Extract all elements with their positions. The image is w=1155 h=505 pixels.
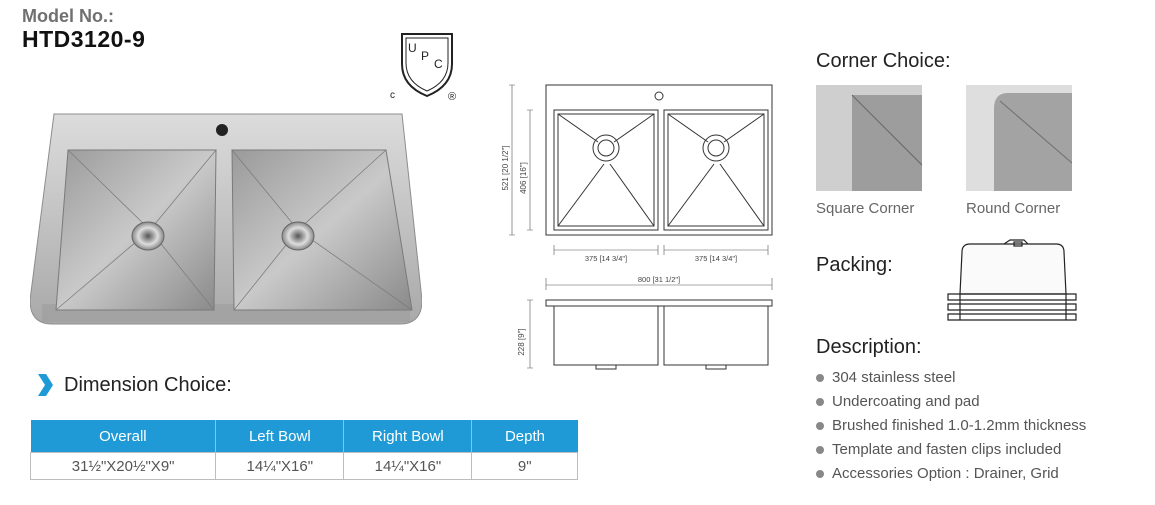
bullet-icon — [816, 470, 824, 478]
dim-overall-width: 800 [31 1/2"] — [638, 275, 680, 284]
dimension-table-header: Overall Left Bowl Right Bowl Depth — [30, 420, 578, 453]
column-header-overall: Overall — [30, 420, 217, 453]
dim-height-bowl: 406 [16"] — [519, 162, 528, 194]
bullet-icon — [816, 374, 824, 382]
packing-box-icon — [947, 239, 1077, 321]
upc-registered-mark: ® — [448, 91, 456, 102]
cell-depth: 9" — [471, 452, 578, 480]
square-corner-label: Square Corner — [816, 200, 915, 217]
bullet-icon — [816, 422, 824, 430]
upc-letter-u: U — [408, 41, 417, 55]
description-item-text: Brushed finished 1.0-1.2mm thickness — [832, 417, 1087, 434]
packing-title: Packing: — [816, 254, 893, 276]
model-number: HTD3120-9 — [22, 26, 146, 52]
description-item-text: Template and fasten clips included — [832, 441, 1062, 458]
description-list: 304 stainless steel Undercoating and pad… — [816, 366, 1086, 486]
description-item-text: 304 stainless steel — [832, 369, 956, 386]
column-header-depth: Depth — [471, 420, 578, 453]
dim-right-bowl-width: 375 [14 3/4"] — [695, 254, 737, 263]
list-item: Undercoating and pad — [816, 390, 1086, 414]
table-row: 31½"X20½"X9" 14¼"X16" 14¼"X16" 9" — [29, 452, 578, 480]
list-item: Template and fasten clips included — [816, 438, 1086, 462]
description-title: Description: — [816, 336, 922, 358]
list-item: Accessories Option : Drainer, Grid — [816, 462, 1086, 486]
upc-certification-icon: U P C c ® — [390, 33, 456, 102]
column-header-left-bowl: Left Bowl — [215, 420, 345, 453]
cell-right-bowl: 14¼"X16" — [343, 452, 473, 480]
cell-left-bowl: 14¼"X16" — [215, 452, 345, 480]
dim-depth: 228 [9"] — [517, 328, 526, 355]
cell-overall: 31½"X20½"X9" — [29, 452, 217, 480]
chevron-right-icon — [38, 374, 53, 396]
dimension-choice-heading: Dimension Choice: — [36, 372, 232, 398]
model-label: Model No.: — [22, 6, 114, 26]
dimension-choice-title: Dimension Choice: — [64, 373, 232, 396]
bullet-icon — [816, 398, 824, 406]
upc-c-mark: c — [390, 90, 395, 101]
upc-letter-c: C — [434, 57, 443, 71]
technical-drawing: 521 [20 1/2"] 406 [16"] 375 [14 3/4"] 37… — [501, 84, 773, 370]
square-corner-photo — [816, 85, 922, 191]
list-item: 304 stainless steel — [816, 366, 1086, 390]
dimension-table: Overall Left Bowl Right Bowl Depth 31½"X… — [29, 420, 578, 480]
dim-height-outer: 521 [20 1/2"] — [501, 145, 510, 190]
description-item-text: Undercoating and pad — [832, 393, 980, 410]
round-corner-photo — [966, 85, 1072, 191]
corner-choice-title: Corner Choice: — [816, 50, 951, 72]
description-item-text: Accessories Option : Drainer, Grid — [832, 465, 1059, 482]
round-corner-label: Round Corner — [966, 200, 1061, 217]
bullet-icon — [816, 446, 824, 454]
upc-letter-p: P — [421, 49, 429, 63]
sink-product-photo — [30, 113, 422, 325]
column-header-right-bowl: Right Bowl — [343, 420, 473, 453]
list-item: Brushed finished 1.0-1.2mm thickness — [816, 414, 1086, 438]
dim-left-bowl-width: 375 [14 3/4"] — [585, 254, 627, 263]
